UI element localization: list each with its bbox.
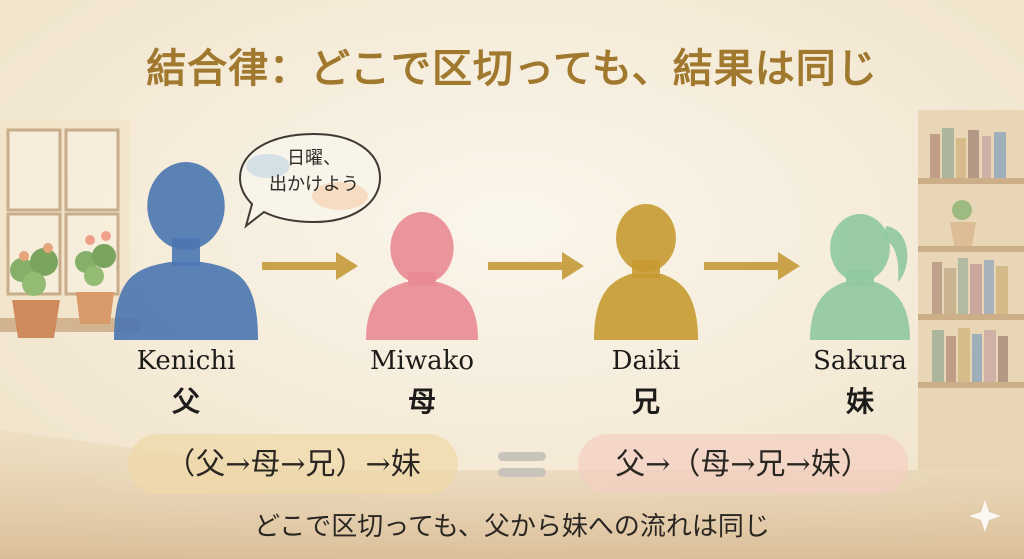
silhouette-head-sakura	[830, 214, 890, 282]
silhouette-body-daiki	[594, 274, 698, 340]
person-name-daiki: Daiki	[611, 346, 681, 376]
person-role-daiki: 兄	[631, 385, 660, 418]
person-name-sakura: Sakura	[813, 346, 907, 376]
silhouette-body-kenichi	[114, 262, 258, 340]
flow-arrow-3	[704, 252, 800, 280]
person-role-sakura: 妹	[845, 385, 874, 418]
silhouette-ponytail-sakura	[884, 226, 908, 282]
right-expression: 父→（母→兄→妹）	[615, 447, 871, 482]
silhouette-sakura	[810, 214, 910, 340]
speech-bubble-text: 日曜、 出かけよう	[252, 146, 376, 198]
people-group	[114, 162, 910, 340]
silhouette-head-miwako	[390, 212, 454, 284]
person-role-kenichi: 父	[171, 385, 200, 418]
right-expression-pill	[578, 434, 908, 494]
sparkle-icon	[969, 500, 1001, 532]
flow-arrow-1	[262, 252, 358, 280]
silhouette-body-sakura	[810, 282, 910, 340]
left-expression-pill	[128, 434, 458, 494]
silhouette-head-kenichi	[147, 162, 225, 250]
silhouette-miwako	[366, 212, 478, 340]
person-role-miwako: 母	[407, 385, 436, 418]
page-title: 結合律：どこで区切っても、結果は同じ	[146, 45, 878, 92]
potted-plant-right	[75, 231, 116, 324]
speech-bubble-line-1: 日曜、	[287, 148, 341, 169]
speech-bubble	[238, 132, 382, 229]
silhouette-head-daiki	[616, 204, 676, 272]
silhouette-daiki	[594, 204, 698, 340]
flow-arrow-2	[488, 252, 584, 280]
bookshelf-illustration	[918, 110, 1024, 470]
silhouette-body-miwako	[366, 282, 478, 340]
left-expression: （父→母→兄）→妹	[165, 447, 421, 482]
caption: どこで区切っても、父から妹への流れは同じ	[254, 512, 770, 542]
person-name-miwako: Miwako	[369, 346, 475, 376]
potted-plant-left	[10, 243, 60, 338]
speech-bubble-line-2: 出かけよう	[269, 174, 359, 195]
arrow-group	[262, 252, 800, 280]
silhouette-kenichi	[114, 162, 258, 340]
equals-sign	[498, 452, 546, 477]
person-name-kenichi: Kenichi	[136, 346, 236, 376]
wooden-floor	[0, 430, 1024, 559]
